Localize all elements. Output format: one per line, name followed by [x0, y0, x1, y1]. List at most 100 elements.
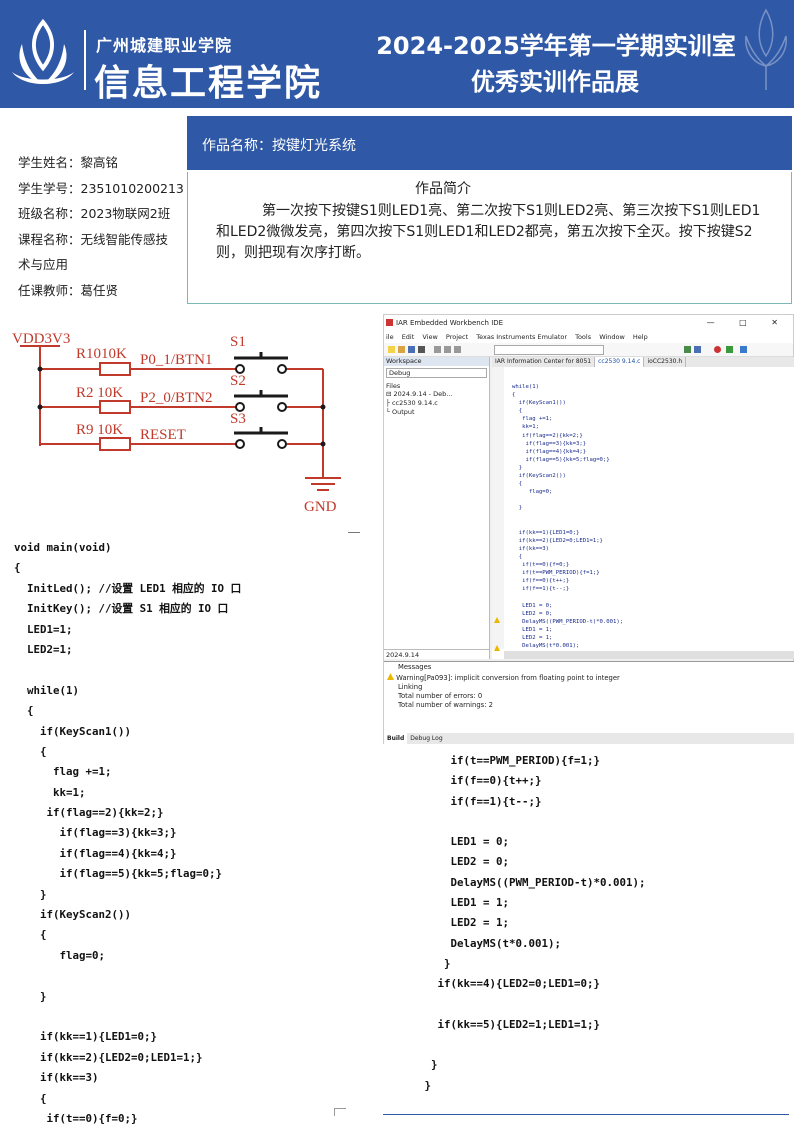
download-icon[interactable]: [740, 346, 747, 353]
menu-file[interactable]: ile: [386, 333, 394, 341]
corner-mark: [334, 1108, 346, 1116]
menu-view[interactable]: View: [422, 333, 438, 341]
code-line: }: [14, 989, 47, 1003]
menu-project[interactable]: Project: [445, 333, 469, 341]
code-line: LED2 = 0;: [418, 855, 510, 869]
menu-help[interactable]: Help: [632, 333, 648, 341]
editor-code: while(1) { if(KeyScan1()) { flag +=1; kk…: [512, 384, 624, 649]
messages-header: Messages: [398, 663, 432, 671]
open-icon[interactable]: [398, 346, 405, 353]
config-select[interactable]: Debug: [386, 368, 487, 378]
save-icon[interactable]: [408, 346, 415, 353]
exhibition-title: 2024-2025学年第一学期实训室: [376, 32, 736, 60]
code-line: InitLed(); //设置 LED1 相应的 IO 口: [14, 581, 242, 595]
code-line: }: [418, 1078, 432, 1092]
code-line: if(KeyScan1()): [14, 724, 132, 738]
circuit-diagram: VDD3V3 R1010K R2 10K R9 10K P0_1/BTN1 P2…: [12, 331, 341, 515]
code-line: while(1): [14, 683, 80, 697]
header-divider: [84, 30, 86, 90]
ide-menubar: ile Edit View Project Texas Instruments …: [384, 331, 793, 343]
teacher-name: 任课教师：葛任贤: [18, 282, 119, 298]
horizontal-scrollbar[interactable]: [504, 651, 794, 659]
student-name: 学生姓名：黎高铭: [18, 155, 119, 170]
tab-header[interactable]: ioCC2530.h: [644, 357, 687, 367]
net-btn1: P0_1/BTN1: [140, 352, 213, 368]
tab-info-center[interactable]: IAR Information Center for 8051: [492, 357, 596, 367]
s1-label: S1: [230, 334, 246, 350]
message-line: Total number of errors: 0: [398, 692, 483, 700]
new-file-icon[interactable]: [388, 346, 395, 353]
student-id: 学生学号：2351010200213: [18, 180, 184, 196]
student-info: 学生姓名：黎高铭 学生学号：2351010200213 班级名称：2023物联网…: [18, 150, 188, 303]
department-name: 信息工程学院: [94, 63, 323, 104]
copy-icon[interactable]: [444, 346, 451, 353]
code-line: if(kk==4){LED2=0;LED1=0;}: [418, 977, 601, 991]
code-line: void main(void): [14, 541, 112, 554]
code-line: LED2 = 1;: [418, 916, 510, 930]
workspace-footer-tab[interactable]: 2024.9.14: [384, 649, 489, 659]
ide-titlebar: IAR Embedded Workbench IDE — □ ✕: [384, 315, 793, 331]
code-line: LED1=1;: [14, 622, 73, 636]
tab-source[interactable]: cc2530 9.14.c: [595, 357, 645, 367]
course-name: 课程名称：无线智能传感技: [18, 231, 169, 247]
menu-edit[interactable]: Edit: [401, 333, 415, 341]
files-label: Files: [386, 382, 401, 390]
tree-project[interactable]: ⊟ 2024.9.14 - Deb...: [386, 390, 453, 398]
code-line: DelayMS((PWM_PERIOD-t)*0.001);: [418, 875, 646, 889]
code-line: [418, 812, 646, 832]
tab-debug-log[interactable]: Debug Log: [410, 735, 443, 742]
code-line: DelayMS(t*0.001);: [418, 936, 562, 950]
code-line: if(flag==4){kk=4;}: [14, 846, 177, 860]
compile-icon[interactable]: [694, 346, 701, 353]
code-line: {: [14, 744, 47, 758]
find-input[interactable]: [494, 345, 604, 355]
school-name: 广州城建职业学院: [96, 36, 233, 55]
code-line: if(t==PWM_PERIOD){f=1;}: [418, 754, 601, 767]
message-text: Warning[Pa093]: implicit conversion from…: [396, 674, 620, 682]
workspace-header: Workspace: [384, 357, 489, 366]
code-line: [14, 1007, 241, 1027]
editor-gutter: [492, 367, 504, 649]
intro-title: 作品简介: [415, 181, 471, 197]
code-line: if(kk==1){LED1=0;}: [14, 1030, 158, 1044]
menu-ti-emulator[interactable]: Texas Instruments Emulator: [476, 333, 568, 341]
stop-icon[interactable]: [714, 346, 721, 353]
menu-tools[interactable]: Tools: [575, 333, 592, 341]
code-line: if(flag==2){kk=2;}: [14, 806, 164, 820]
code-line: if(kk==3): [14, 1071, 99, 1085]
code-line: {: [14, 561, 21, 575]
tab-build[interactable]: Build: [384, 733, 408, 744]
message-warning[interactable]: Warning[Pa093]: implicit conversion from…: [384, 673, 794, 683]
work-name: 作品名称：按键灯光系统: [202, 138, 356, 154]
paste-icon[interactable]: [454, 346, 461, 353]
code-line: if(t==0){f=0;}: [14, 1111, 138, 1125]
menu-window[interactable]: Window: [599, 333, 625, 341]
gnd-label: GND: [304, 499, 337, 515]
make-icon[interactable]: [684, 346, 691, 353]
print-icon[interactable]: [418, 346, 425, 353]
tree-output-folder[interactable]: └ Output: [386, 408, 415, 416]
code-line: LED1 = 0;: [418, 835, 510, 849]
page-header: 广州城建职业学院 信息工程学院 2024-2025学年第一学期实训室 优秀实训作…: [0, 0, 794, 108]
code-block-left: void main(void) { InitLed(); //设置 LED1 相应…: [14, 538, 241, 1129]
work-title-bar: 作品名称：按键灯光系统: [187, 116, 792, 170]
window-buttons[interactable]: — □ ✕: [706, 318, 789, 327]
school-logo-icon: [12, 18, 74, 84]
code-line: if(f==1){t--;}: [418, 794, 542, 808]
s3-label: S3: [230, 411, 246, 427]
code-line: LED2=1;: [14, 642, 73, 656]
work-intro-box: 作品简介 第一次按下按键S1则LED1亮、第二次按下S1则LED2亮、第三次按下…: [187, 172, 792, 304]
code-line: [418, 1035, 646, 1055]
code-line: InitKey(); //设置 S1 相应的 IO 口: [14, 602, 229, 616]
code-line: {: [14, 928, 47, 942]
cut-icon[interactable]: [434, 346, 441, 353]
r9-label: R9 10K: [76, 422, 123, 438]
code-line: if(KeyScan2()): [14, 908, 132, 922]
tree-source-file[interactable]: ├ cc2530 9.14.c: [386, 399, 438, 407]
message-line: Linking: [398, 683, 423, 691]
debug-icon[interactable]: [726, 346, 733, 353]
warning-icon: [387, 673, 394, 680]
